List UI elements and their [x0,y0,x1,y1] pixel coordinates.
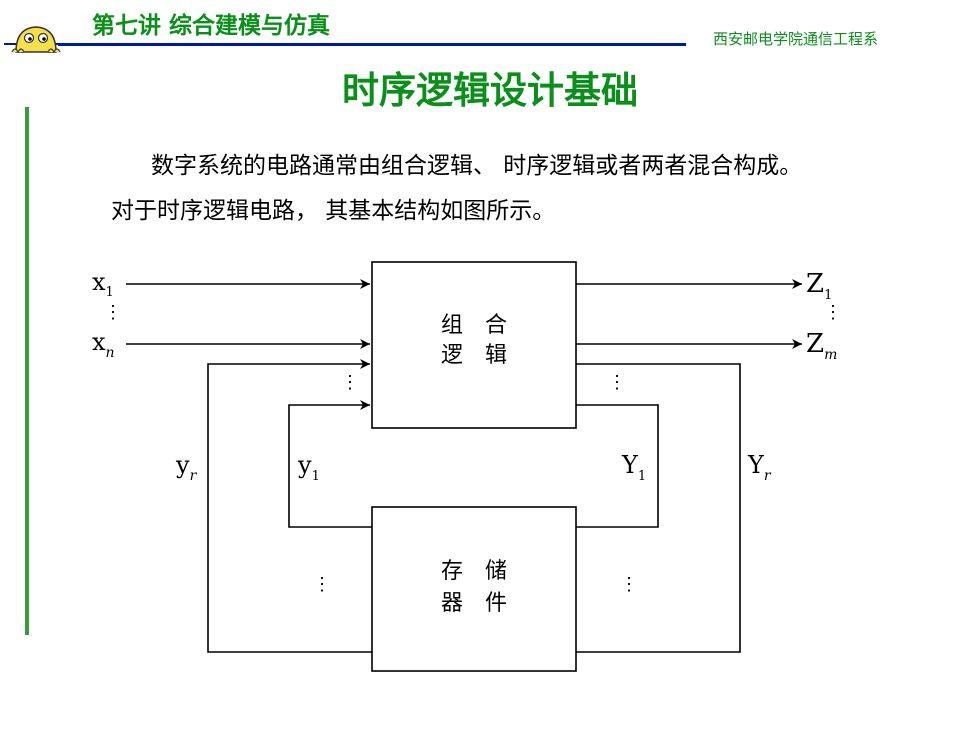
input-label-x1: x1 [92,268,114,300]
comb-block-label-2: 逻 辑 [441,343,507,368]
course-title: 第七讲 综合建模与仿真 [92,13,331,39]
comb-left-ellipsis: ⋮ [341,372,359,393]
label-y-1: y1 [297,451,320,484]
mascot-logo-icon [4,26,68,54]
feedback-yr-line [576,363,741,653]
slide-title: 时序逻辑设计基础 [342,69,638,112]
memory-left-ellipsis: ⋮ [313,574,331,595]
memory-block-label-1: 存 储 [441,559,507,584]
feedback-y1-line [576,404,659,528]
school-name: 西安邮电学院通信工程系 [713,30,879,48]
output-label-z1: Z1 [806,269,832,303]
memory-element-block [371,506,577,672]
memory-block-label-2: 器 件 [441,591,507,616]
paragraph-line-2: 对于时序逻辑电路， 其基本结构如图所示。 [111,198,556,224]
paragraph-line-1: 数字系统的电路通常由组合逻辑、 时序逻辑或者两者混合构成。 [151,153,803,179]
comb-block-label-1: 组 合 [441,313,507,338]
label-Y-1: Y1 [621,451,646,484]
input-label-xn: xn [92,328,115,361]
memory-right-ellipsis: ⋮ [620,574,638,595]
header-divider [58,43,686,46]
comb-right-ellipsis: ⋮ [608,372,626,393]
left-accent-bar [25,107,29,635]
feedback-y1-input-arrow [288,400,372,528]
output-label-zm: Zm [806,329,837,363]
feedback-yr-input-arrow [207,359,372,653]
output-ellipsis: ⋮ [824,302,842,323]
combinational-logic-block [371,261,577,429]
label-Y-r: Yr [747,451,772,484]
input-ellipsis: ⋮ [104,302,122,323]
label-y-r: yr [175,451,198,484]
